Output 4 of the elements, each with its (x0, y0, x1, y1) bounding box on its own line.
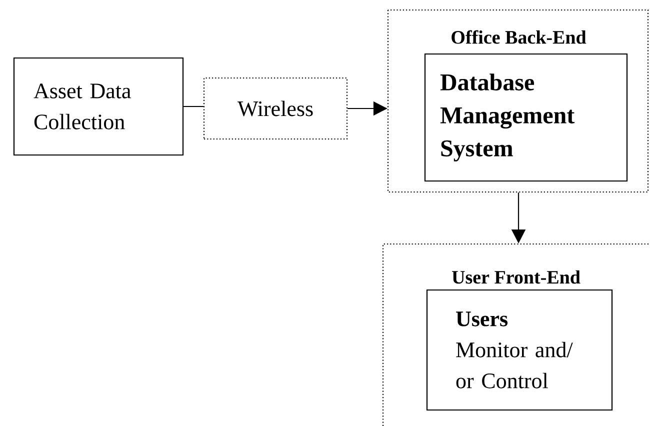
process-box: Asset Data Collection (13, 57, 184, 156)
dotted-box: Wireless (203, 77, 348, 140)
system-box: Database Management System (424, 53, 628, 182)
user-box: Users Monitor and/ or Control (426, 289, 613, 411)
